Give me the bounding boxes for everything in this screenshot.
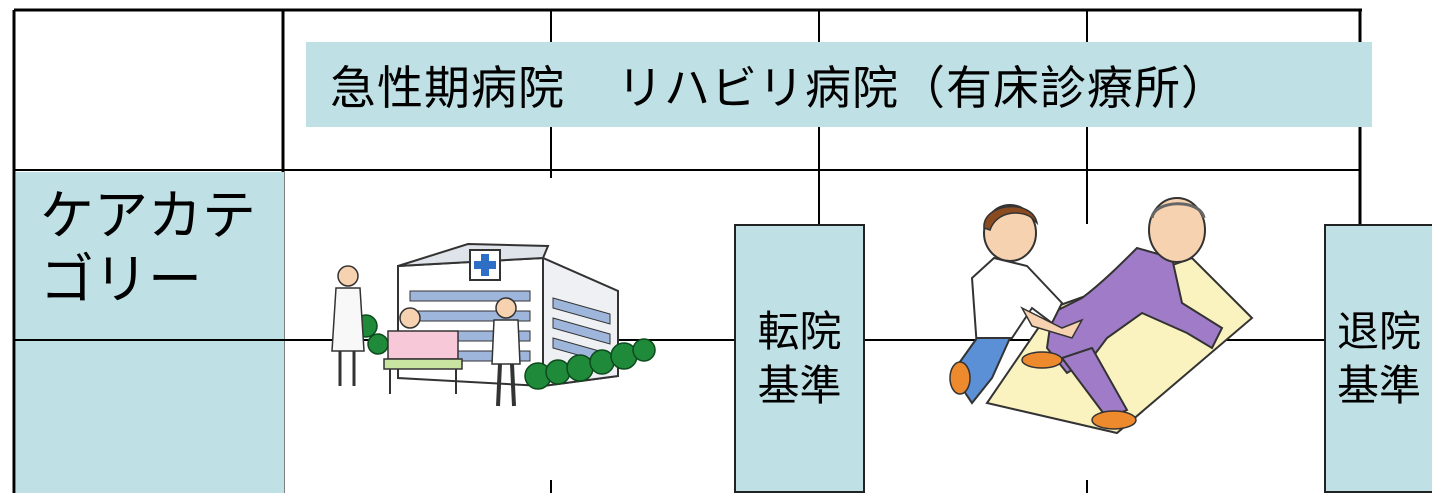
hospital-building-illustration <box>331 242 656 407</box>
discharge-criteria-line1: 退院 <box>1336 306 1421 356</box>
care-category-label-line2: ゴリー <box>40 248 202 311</box>
transfer-criteria-line2: 基準 <box>757 360 842 410</box>
discharge-criteria-box: 退院 基準 <box>1324 224 1432 493</box>
rehab-hospital-label: リハビリ病院（有床診療所） <box>617 60 1228 115</box>
care-category-band: ケアカテ ゴリー <box>16 172 284 493</box>
acute-hospital-label: 急性期病院 <box>330 60 565 115</box>
transfer-criteria-box: 転院 基準 <box>734 224 865 493</box>
care-facility-header: 急性期病院 リハビリ病院（有床診療所） <box>306 42 1372 127</box>
rehabilitation-therapist-illustration <box>949 197 1254 435</box>
discharge-criteria-line2: 基準 <box>1336 360 1421 410</box>
transfer-criteria-line1: 転院 <box>757 306 842 356</box>
care-category-label-line1: ケアカテ <box>40 184 256 247</box>
